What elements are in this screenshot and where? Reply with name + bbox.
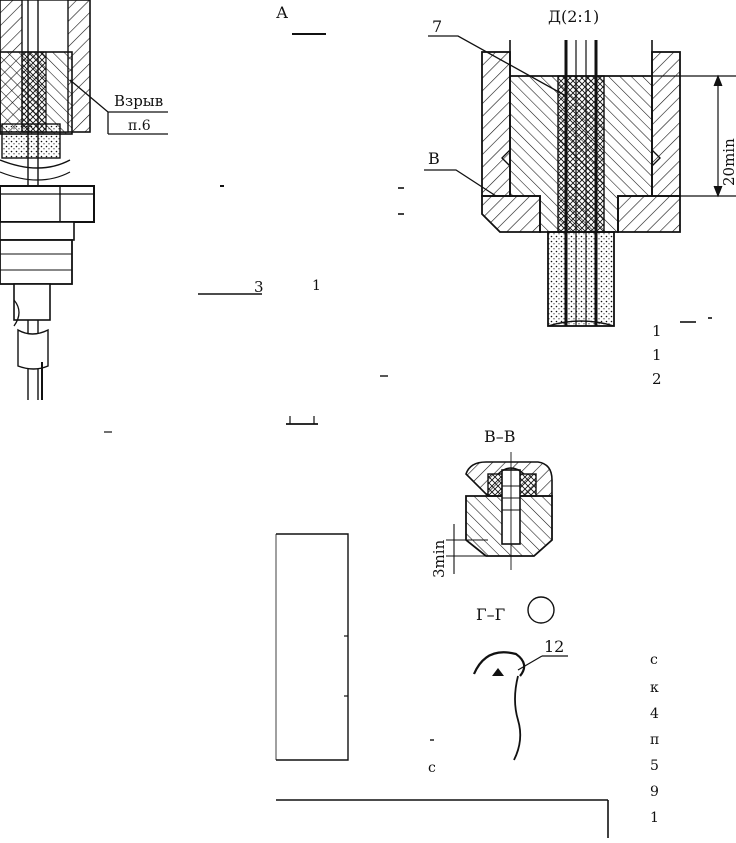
margin-char: 5	[650, 758, 659, 774]
frame-lines	[275, 533, 609, 838]
callout-12-label: 12	[544, 637, 564, 656]
frag-3-label: 3	[254, 278, 264, 296]
cross-hatched-core	[21, 51, 47, 133]
section-gg-profile	[472, 651, 526, 677]
margin-char: 1	[650, 810, 659, 826]
margin-char: 4	[650, 706, 659, 722]
margin-characters: с к 4 п 5 9 1	[650, 652, 659, 826]
callout-v-label: В	[428, 149, 440, 168]
leader-p6-label: п.6	[128, 118, 151, 134]
detail-outer-wall-right	[651, 51, 681, 197]
left-assembly: Взрыв п.6	[0, 0, 168, 433]
callout-7-label: 7	[432, 17, 442, 36]
frag-lower-c-label: с	[428, 760, 436, 776]
view-a-fragments: А 3 1	[198, 3, 404, 425]
frag-1-label: 1	[312, 278, 321, 294]
dim-20min-label: 20min	[720, 138, 736, 186]
view-a-label: А	[276, 3, 288, 22]
dotted-fill	[1, 123, 61, 159]
right-frag-3: 2	[652, 370, 662, 388]
section-gg-circle-symbol	[527, 596, 555, 624]
section-vv-label: В–В	[484, 427, 516, 446]
dim-3min-label: 3min	[430, 539, 448, 578]
leader-vzryv-label: Взрыв	[114, 92, 163, 110]
detail-d-label: Д(2:1)	[548, 7, 599, 26]
detail-outer-wall-left	[481, 51, 511, 197]
margin-char: 9	[650, 784, 659, 800]
margin-char: п	[650, 732, 659, 748]
right-frag-1: 1	[652, 322, 662, 340]
section-gg: Г–Г 12 с	[428, 596, 568, 776]
right-frag-2: 1	[652, 346, 662, 364]
section-gg-label: Г–Г	[476, 605, 505, 624]
detail-d: Д(2:1) 20min 7 В	[424, 7, 736, 388]
detail-lower-pipe	[547, 231, 615, 327]
margin-char: к	[650, 680, 659, 696]
margin-char: с	[650, 652, 658, 668]
section-vv: В–В 3min	[430, 427, 553, 578]
